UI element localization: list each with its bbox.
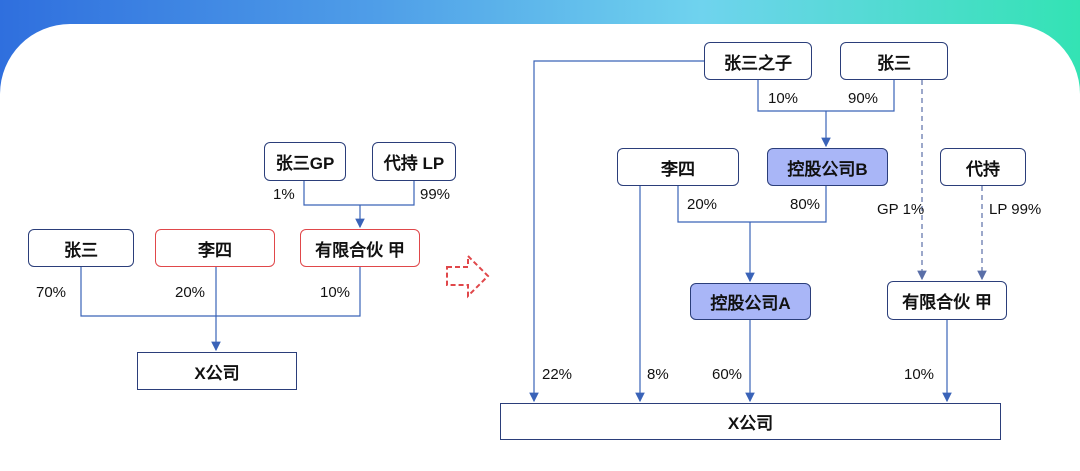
label-zhangsan-pct: 70%: [36, 284, 67, 301]
box-x-company: X公司: [137, 352, 297, 390]
transition-arrow: [446, 253, 490, 299]
label-a-to-x-pct: 60%: [712, 366, 743, 383]
box-daichi-lp: 代持 LP: [372, 142, 456, 181]
label-gp-right-pct: GP 1%: [877, 201, 925, 218]
left-lp-connector: [360, 181, 415, 206]
box-lisi: 李四: [155, 229, 275, 267]
label-lisi-pct: 20%: [175, 284, 206, 301]
label-b-to-a-pct: 80%: [790, 196, 821, 213]
box-x-company-right: X公司: [500, 403, 1001, 440]
box-holding-a: 控股公司A: [690, 283, 811, 320]
box-daichi: 代持: [940, 148, 1026, 186]
box-zhangsan-gp: 张三GP: [264, 142, 346, 181]
panel-edge: [0, 315, 14, 471]
box-zhangsan-right: 张三: [840, 42, 948, 80]
b-to-a-connector: [750, 186, 827, 223]
label-partnership-to-x-pct: 10%: [904, 366, 935, 383]
box-holding-b: 控股公司B: [767, 148, 888, 186]
label-son-pct: 10%: [768, 90, 799, 107]
son-to-x-line: [529, 60, 704, 403]
label-son-to-x-pct: 22%: [542, 366, 573, 383]
son-to-b-connector: [757, 80, 826, 112]
label-zhangsan-right-pct: 90%: [848, 90, 879, 107]
label-lp-right-pct: LP 99%: [989, 201, 1042, 218]
box-zhangsan: 张三: [28, 229, 134, 267]
left-bottom-bus: [80, 267, 361, 317]
lisi-to-a-connector: [677, 186, 750, 223]
label-partnership-pct: 10%: [320, 284, 351, 301]
zhangsan-to-b-connector: [826, 80, 895, 112]
label-lisi-to-a-pct: 20%: [687, 196, 718, 213]
box-lisi-right: 李四: [617, 148, 739, 186]
box-son: 张三之子: [704, 42, 812, 80]
box-partnership: 有限合伙 甲: [300, 229, 420, 267]
left-gp-connector: [303, 181, 360, 206]
label-lisi-to-x-pct: 8%: [647, 366, 669, 383]
box-partnership-right: 有限合伙 甲: [887, 281, 1007, 320]
label-lp-pct: 99%: [420, 186, 451, 203]
label-gp-pct: 1%: [273, 186, 295, 203]
